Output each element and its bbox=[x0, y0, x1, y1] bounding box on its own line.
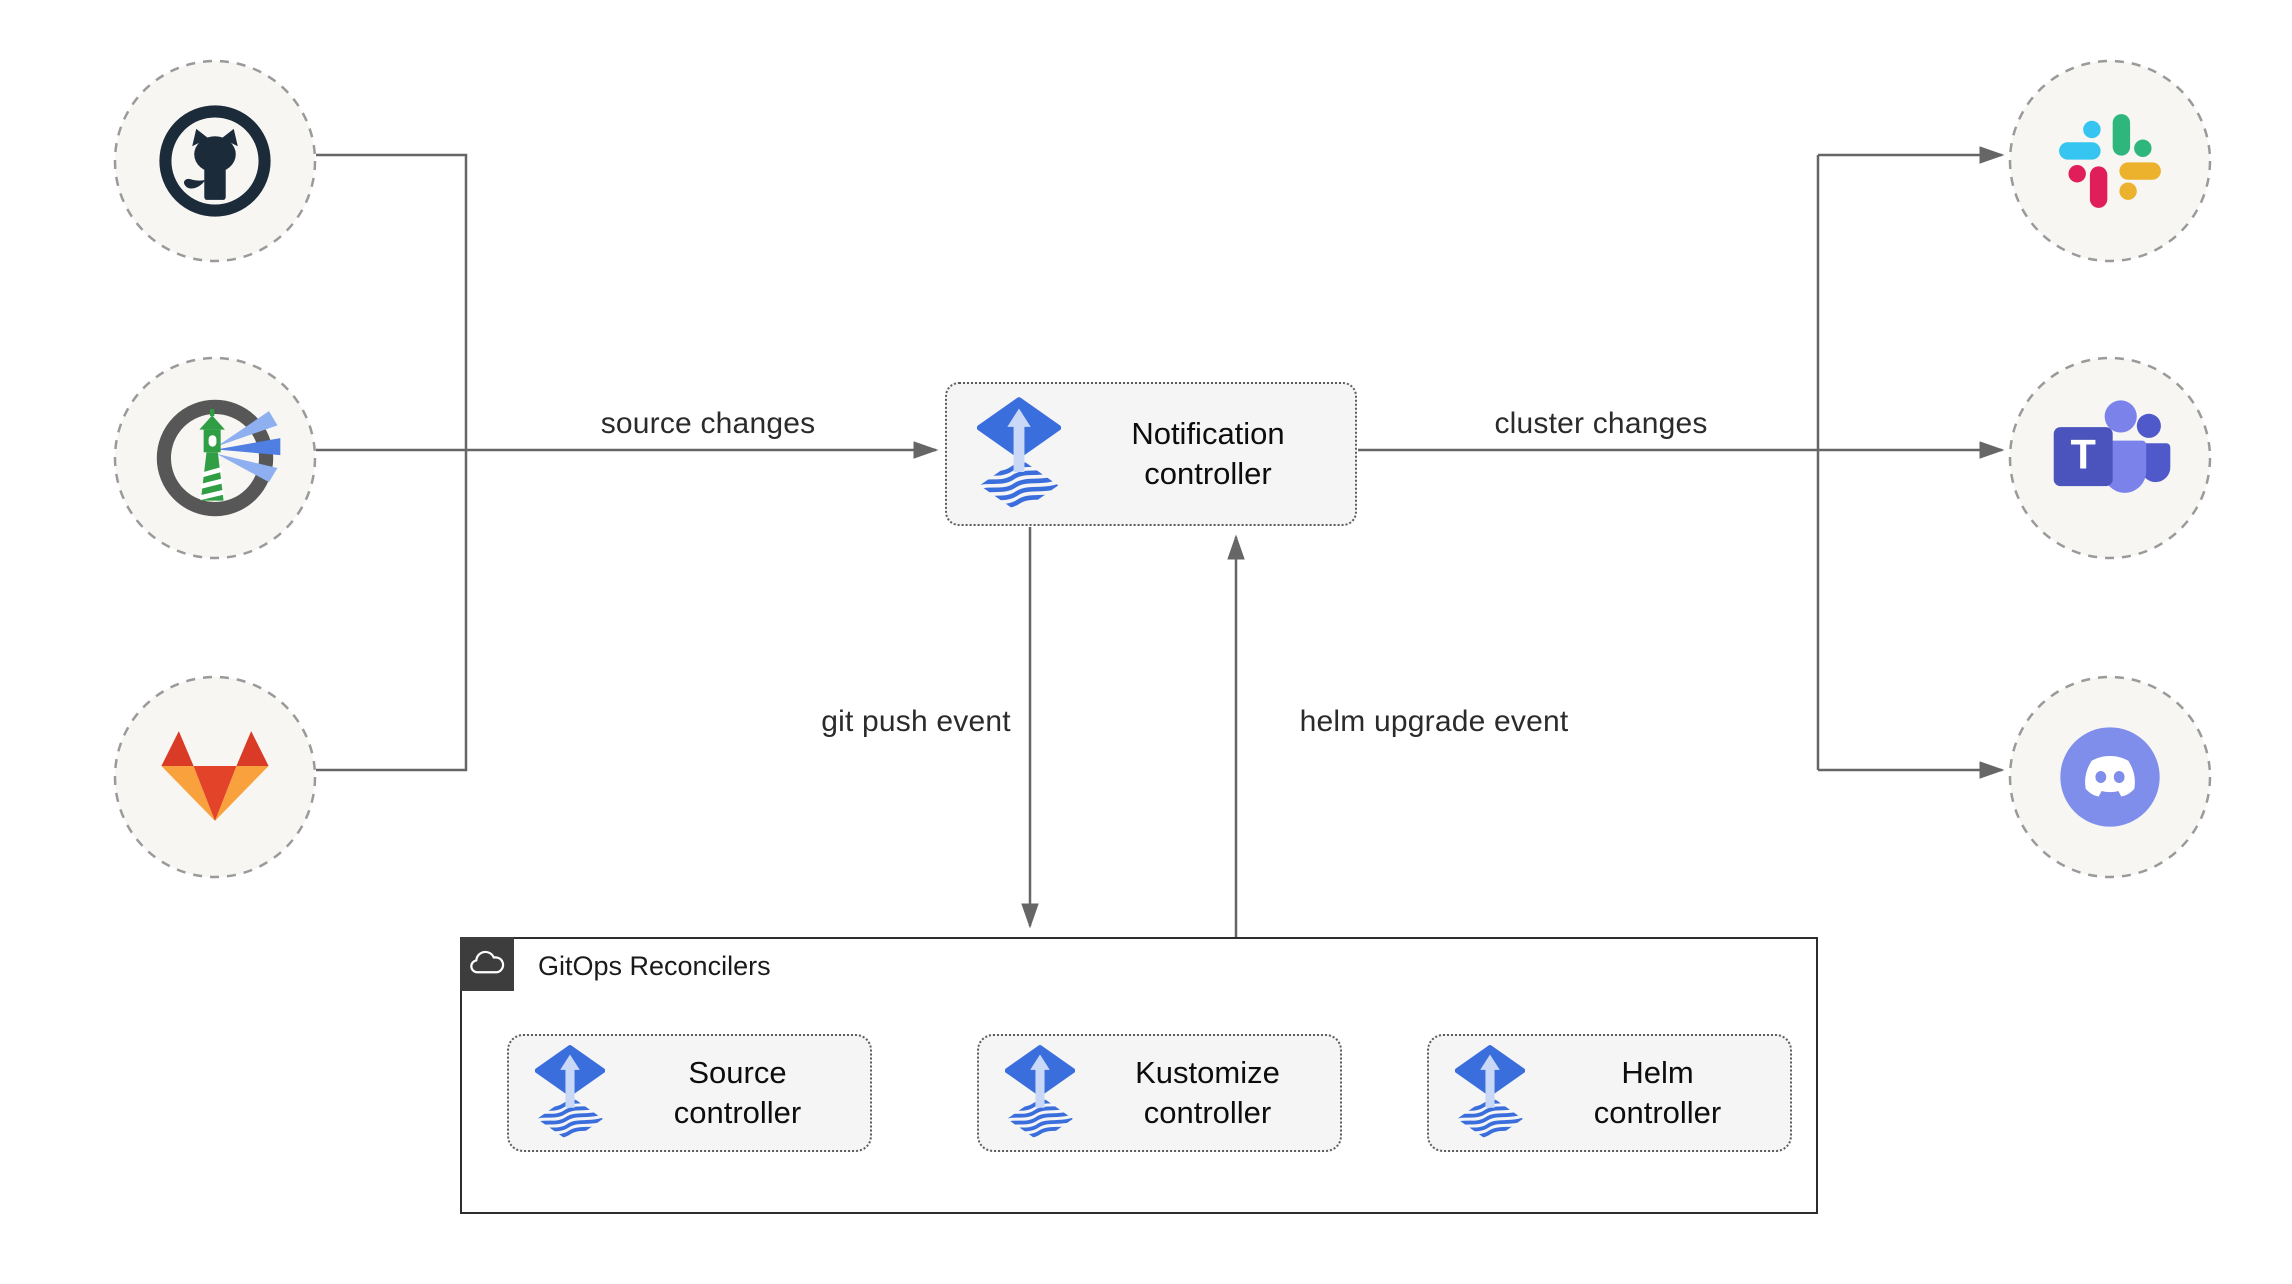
edge-label-cluster-changes: cluster changes bbox=[1494, 407, 1708, 440]
gitops-reconcilers-container: GitOps Reconcilers Source controller Kus… bbox=[459, 936, 1818, 1214]
cloud-icon bbox=[469, 950, 504, 974]
discord-icon bbox=[2056, 723, 2164, 831]
helm-controller-label: Helm controller bbox=[1593, 1055, 1722, 1130]
helm-controller-node: Helm controller bbox=[1427, 1034, 1792, 1152]
target-node-circle-slack bbox=[2008, 59, 2212, 263]
source-controller-label: Source controller bbox=[673, 1055, 802, 1130]
notification-controller-node: Notification controller bbox=[945, 382, 1357, 526]
github-icon bbox=[148, 94, 282, 228]
kustomize-controller-label: Kustomize controller bbox=[1135, 1055, 1280, 1130]
edge-label-source-changes: source changes bbox=[600, 407, 816, 440]
slack-icon bbox=[2043, 94, 2177, 228]
microsoft-teams-icon: T bbox=[2043, 391, 2177, 525]
source-controller-node: Source controller bbox=[507, 1034, 872, 1152]
container-title: GitOps Reconcilers bbox=[538, 951, 771, 981]
edge-label-git-push-event: git push event bbox=[821, 705, 1011, 738]
container-badge bbox=[459, 936, 514, 991]
teams-letter: T bbox=[2071, 431, 2096, 478]
flux-icon bbox=[977, 396, 1061, 513]
edge-sources-bus bbox=[316, 153, 468, 772]
flux-icon bbox=[1455, 1044, 1525, 1142]
harbor-icon bbox=[144, 387, 286, 529]
edge-label-helm-upgrade-event: helm upgrade event bbox=[1299, 705, 1569, 738]
notification-controller-label: Notification controller bbox=[1131, 416, 1285, 491]
gitlab-icon bbox=[148, 716, 282, 840]
kustomize-controller-node: Kustomize controller bbox=[977, 1034, 1342, 1152]
flux-icon bbox=[1005, 1044, 1075, 1142]
flux-icon bbox=[535, 1044, 605, 1142]
